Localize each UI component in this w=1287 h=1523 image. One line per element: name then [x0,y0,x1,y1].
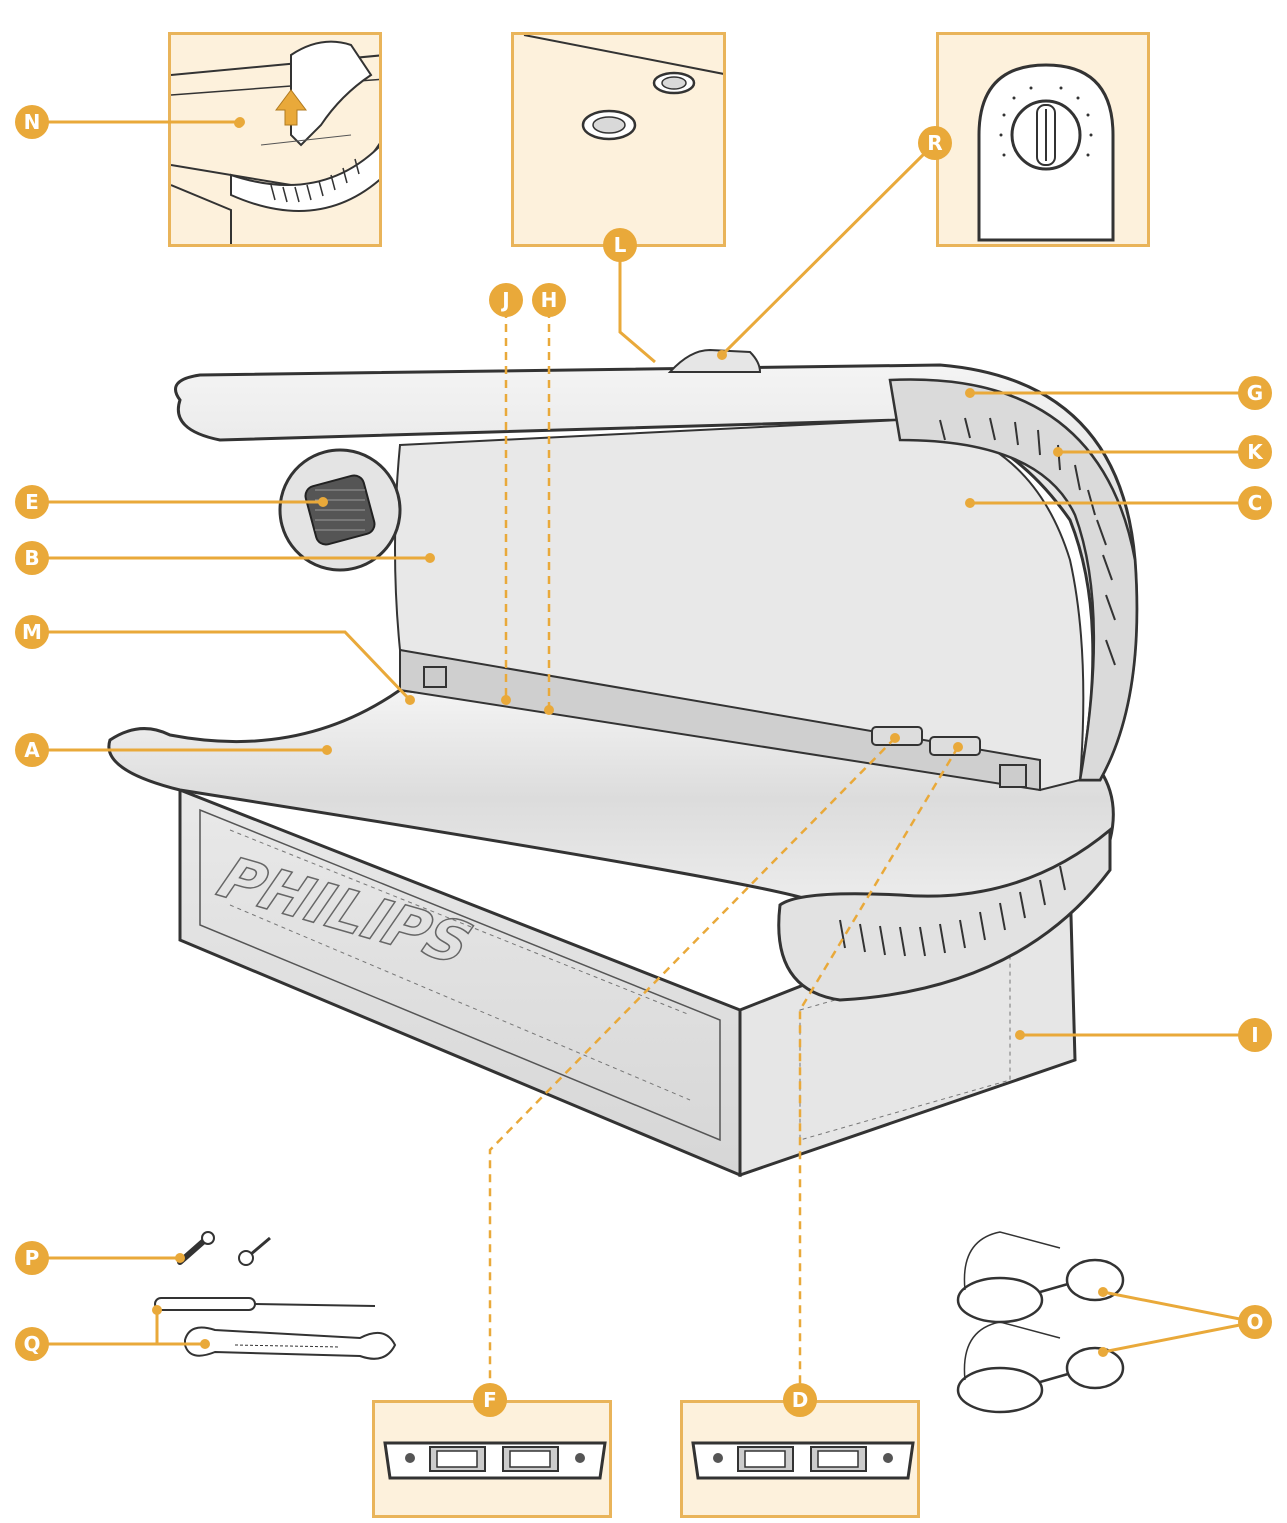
callout-badge-a: A [15,733,49,767]
callout-anchor-dots [152,117,1108,1357]
screwdriver-icon [154,1297,376,1311]
canopy [174,348,1139,792]
callout-badge-i: I [1238,1018,1272,1052]
switch-panel-icon [691,1441,915,1480]
svg-text:P: P [25,1246,40,1270]
inset-d-switch-panel [680,1400,920,1518]
screw-icon [177,1231,271,1266]
svg-text:L: L [614,233,627,257]
callout-badge-c: C [1238,486,1272,520]
svg-text:Q: Q [23,1332,40,1356]
svg-text:N: N [24,110,41,134]
callout-leader-lines [48,120,1256,1354]
fan-vents-illustration [523,35,723,141]
svg-text:C: C [1248,491,1263,515]
svg-text:G: G [1247,381,1263,405]
wrench-icon [184,1326,397,1360]
callout-badge-e: E [15,485,49,519]
callout-badge-r: R [918,126,952,160]
callout-badge-d: D [783,1383,817,1417]
callout-badge-g: G [1238,376,1272,410]
callout-dashed-leaders [488,310,960,1400]
goggles-icon [956,1231,1125,1414]
lower-bed-vent-slats [839,865,1066,957]
svg-text:E: E [25,490,39,514]
callout-badge-q: Q [15,1327,49,1361]
inset-r-timer [936,32,1150,247]
callout-badge-b: B [15,541,49,575]
callout-badge-p: P [15,1241,49,1275]
callout-badge-k: K [1238,435,1272,469]
svg-text:I: I [1251,1023,1258,1047]
inset-f-switch-panel [372,1400,612,1518]
svg-text:A: A [24,738,40,762]
callout-badge-n: N [15,105,49,139]
inset-l-fan-vents [511,32,726,247]
svg-text:B: B [24,546,39,570]
face-fan [278,448,402,572]
timer-dial-icon [977,63,1115,242]
vent-icon [581,71,696,141]
svg-text:O: O [1246,1310,1263,1334]
svg-text:M: M [22,620,42,644]
callout-badge-j: J [489,283,523,317]
callout-badge-m: M [15,615,49,649]
svg-text:J: J [500,288,509,312]
svg-text:H: H [541,288,558,312]
svg-text:K: K [1247,440,1264,464]
svg-text:R: R [927,131,942,155]
callout-badge-l: L [603,228,637,262]
callout-badge-o: O [1238,1305,1272,1339]
callout-badge-f: F [473,1383,507,1417]
switch-panel-icon [383,1441,607,1480]
callout-badge-h: H [532,283,566,317]
